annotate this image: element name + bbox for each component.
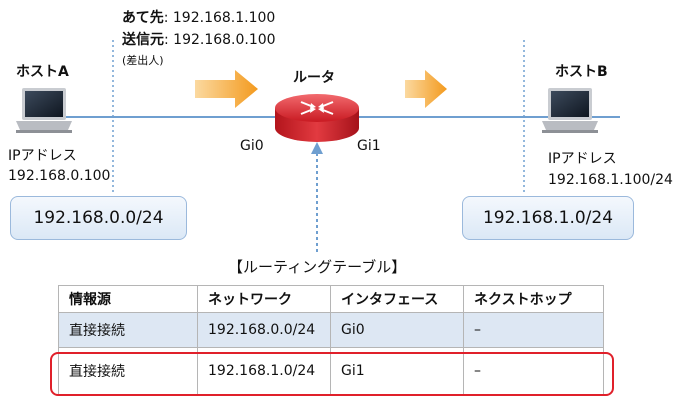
cell-next-hop: – [463,312,604,348]
network-box-right: 192.168.1.0/24 [462,196,634,240]
routing-table-title: 【ルーティングテーブル】 [228,258,407,276]
host-b-ip: 192.168.1.100/24 [548,172,673,188]
host-a-name: ホストA [16,64,69,80]
packet-arrow-left [195,70,258,108]
host-a-ip: 192.168.0.100 [8,168,111,184]
network-box-left: 192.168.0.0/24 [10,196,187,240]
cell-interface: Gi0 [330,312,464,348]
cell-next-hop: – [463,347,604,395]
routing-table-header-row: 情報源 ネットワーク インタフェース ネクストホップ [58,285,604,313]
table-row: 直接接続 192.168.0.0/24 Gi0 – [58,312,604,348]
host-a-ip-label: IPアドレス [8,148,77,164]
cell-network: 192.168.0.0/24 [197,312,331,348]
cell-source: 直接接続 [58,312,198,348]
host-b-ip-label: IPアドレス [548,151,617,167]
laptop-a-icon [16,88,72,133]
destination-line: あて先: 192.168.1.100 [122,10,275,27]
header-source: 情報源 [58,285,198,313]
destination-value: : 192.168.1.100 [163,10,276,26]
destination-label: あて先 [122,10,164,26]
cell-source: 直接接続 [58,347,198,395]
router-icon [275,94,359,142]
lookup-arrow-head [311,142,323,154]
router-label: ルータ [293,70,335,86]
source-line: 送信元: 192.168.0.100 [122,32,276,49]
host-b-name: ホストB [555,64,608,80]
router-if0-label: Gi0 [240,138,264,154]
packet-arrow-right [405,70,447,108]
network-right-label: 192.168.1.0/24 [482,208,614,228]
source-note: (差出人) [122,54,164,67]
network-left-label: 192.168.0.0/24 [33,208,164,228]
router-if1-label: Gi1 [357,138,381,154]
cell-interface: Gi1 [330,347,464,395]
cell-network: 192.168.1.0/24 [197,347,331,395]
laptop-b-icon [542,88,598,133]
matched-route-highlight [50,352,614,396]
source-value: : 192.168.0.100 [164,32,276,48]
header-interface: インタフェース [330,285,464,313]
header-next-hop: ネクストホップ [463,285,604,313]
source-label: 送信元 [122,32,164,48]
table-row: 直接接続 192.168.1.0/24 Gi1 – [58,347,604,395]
header-network: ネットワーク [197,285,331,313]
routing-table: 情報源 ネットワーク インタフェース ネクストホップ 直接接続 192.168.… [58,285,604,395]
